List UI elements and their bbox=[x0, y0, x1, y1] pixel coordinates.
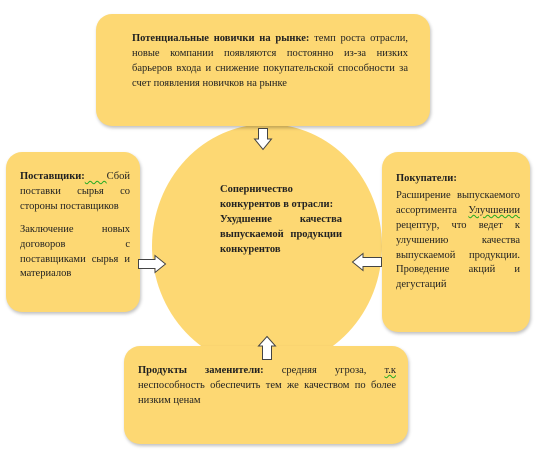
arrow-left-icon bbox=[351, 252, 382, 272]
suppliers-text-2: Заключение новых договоров с поставщикам… bbox=[20, 223, 130, 280]
buyers-box: Покупатели: Расширение выпускаемого ассо… bbox=[382, 152, 530, 332]
buyers-text: Расширение выпускаемого ассортимента Улу… bbox=[396, 189, 520, 291]
suppliers-text-1: Поставщики: Сбой поставки сырья со сторо… bbox=[20, 171, 130, 212]
substitutes-box: Продукты заменители: средняя угроза, т.к… bbox=[124, 346, 408, 444]
rivalry-detail: Ухудшение качества выпускаемой продукции… bbox=[220, 213, 342, 255]
arrow-up-icon bbox=[257, 335, 277, 360]
suppliers-title: Поставщики: bbox=[20, 171, 85, 182]
potential-entrants-title: Потенциальные новички на рынке: bbox=[132, 33, 310, 44]
suppliers-box: Поставщики: Сбой поставки сырья со сторо… bbox=[6, 152, 140, 312]
substitutes-title: Продукты заменители: bbox=[138, 365, 264, 376]
rivalry-text: Соперничество конкурентов в отрасли: Уху… bbox=[220, 183, 342, 258]
substitutes-text: Продукты заменители: средняя угроза, т.к… bbox=[138, 365, 396, 406]
rivalry-title: Соперничество конкурентов в отрасли: bbox=[220, 184, 334, 210]
potential-entrants-text: Потенциальные новички на рынке: темп рос… bbox=[132, 33, 408, 89]
arrow-down-icon bbox=[253, 128, 273, 151]
potential-entrants-box: Потенциальные новички на рынке: темп рос… bbox=[96, 14, 430, 126]
buyers-title: Покупатели: bbox=[396, 173, 457, 184]
center-circle bbox=[152, 124, 382, 368]
arrow-right-icon bbox=[138, 254, 167, 274]
